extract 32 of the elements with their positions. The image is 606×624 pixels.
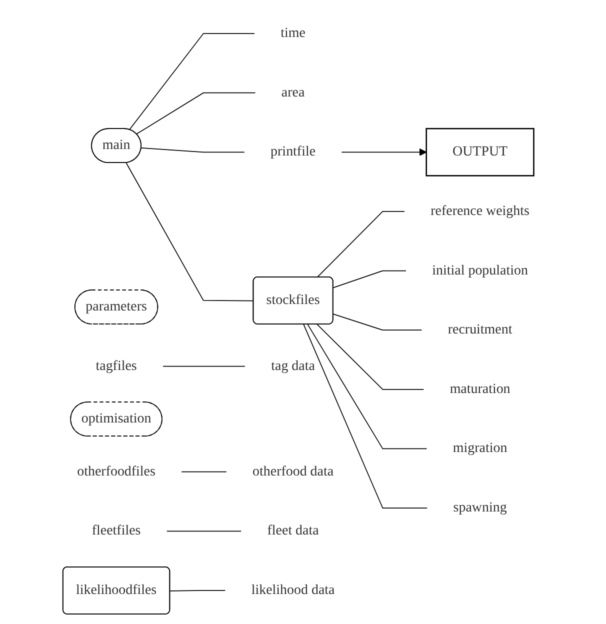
node-text: printfile — [270, 144, 316, 160]
connector — [316, 211, 405, 278]
connector — [162, 366, 246, 367]
node-text: recruitment — [448, 322, 512, 338]
connector — [128, 33, 255, 130]
connector — [302, 324, 428, 508]
node-text: spawning — [453, 500, 506, 516]
node-text: otherfoodfiles — [76, 464, 156, 479]
node-text: fleetfiles — [92, 523, 140, 538]
connector — [140, 147, 245, 153]
node-text: initial population — [432, 262, 528, 278]
connector — [332, 314, 422, 331]
node-text: tagfiles — [95, 358, 137, 374]
arrow — [340, 148, 426, 156]
connector — [306, 324, 427, 450]
node-text: tag data — [270, 358, 315, 374]
connector — [316, 324, 424, 390]
node-text: time — [280, 26, 306, 41]
connector — [180, 471, 227, 472]
node-box: OUTPUT — [425, 128, 534, 176]
node-text: migration — [452, 440, 507, 456]
node-text: otherfood data — [252, 464, 334, 479]
connector — [169, 590, 226, 592]
connector — [126, 162, 254, 302]
connector — [136, 92, 256, 134]
node-text: reference weights — [430, 204, 530, 218]
connector — [166, 530, 242, 532]
node-text: fleet data — [266, 523, 319, 538]
connector — [332, 270, 406, 288]
node-text: likelihood data — [251, 582, 334, 598]
node-text: maturation — [450, 382, 510, 396]
node-text: area — [281, 84, 304, 100]
